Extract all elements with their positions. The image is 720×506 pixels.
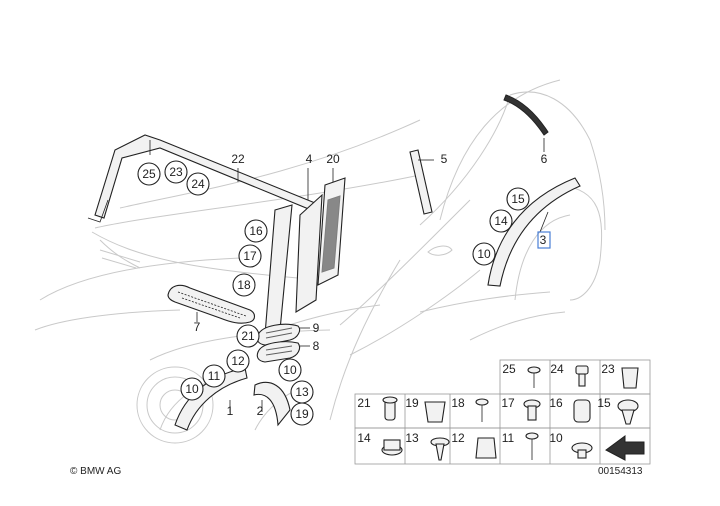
copyright-text: © BMW AG [70,466,121,477]
callout-10-b: 10 [283,363,297,377]
fastener-13-spring-clip [430,437,450,461]
diagram-number: 00154313 [598,466,643,477]
grid-label-18: 18 [451,396,465,410]
fastener-14-cap [381,439,403,456]
part-7-grille [167,284,256,324]
part-6-rear-window-strip [503,94,549,152]
callout-24-a: 24 [191,177,205,191]
label-2: 2 [257,404,264,418]
label-9: 9 [313,321,320,335]
grid-label-12: 12 [451,431,465,445]
callout-16-a: 16 [249,224,263,238]
callout-21-a: 21 [241,329,255,343]
callout-23-a: 23 [169,165,183,179]
part-8-side-vent-frame [256,341,310,363]
fastener-10-clip [571,442,593,459]
grid-label-13: 13 [405,431,419,445]
fastener-12-nut [475,437,497,459]
label-4: 4 [306,152,313,166]
arrow-icon [605,435,645,461]
callout-25-a: 25 [142,167,156,181]
fastener-grid [354,359,651,465]
fastener-15-push-clip [617,399,639,425]
part-4-pillar-trim [295,168,323,313]
grid-label-24: 24 [550,362,564,376]
callout-11-a-circle [202,364,226,388]
fastener-24-push-pin [575,365,589,387]
fastener-16-grommet [573,399,591,423]
fastener-17-expansion-clip [523,399,541,421]
callout-18-a: 18 [237,278,251,292]
part-20-pillar-cover [317,168,346,286]
part-9-side-vent [256,323,310,346]
label-7: 7 [194,320,201,334]
callout-18-a-circle [232,273,256,297]
grid-label-21: 21 [357,396,371,410]
callout-10-c-circle [472,242,496,266]
fastener-21-rivet [382,396,398,421]
car-front-outline [34,119,421,444]
grid-label-19: 19 [405,396,419,410]
grid-label-17: 17 [501,396,515,410]
callout-14-a-circle [489,209,513,233]
callout-11-a: 11 [208,369,221,383]
callout-25-a-circle [137,162,161,186]
fastener-23-clip [621,367,639,389]
label-22: 22 [231,152,245,166]
grid-label-14: 14 [357,431,371,445]
callout-19-a: 19 [295,407,309,421]
part-strip-center [264,204,293,336]
fastener-19-clamp [424,401,446,423]
grid-label-15: 15 [597,396,611,410]
callout-17-a-circle [238,244,262,268]
callout-24-a-circle [186,172,210,196]
callout-10-c: 10 [477,247,491,261]
grid-label-23: 23 [601,362,615,376]
label-5: 5 [441,152,448,166]
label-8: 8 [313,339,320,353]
callout-14-a: 14 [494,214,508,228]
part-3-rear-arch-trim [487,177,581,287]
fastener-grid-labels: 25 24 23 21 19 18 17 16 15 14 13 12 11 10 [357,362,615,445]
callout-15-a-circle [506,187,530,211]
fastener-18-bolt [475,398,489,422]
label-6: 6 [541,152,548,166]
part-5-door-strip [409,149,434,215]
grid-label-25: 25 [502,362,516,376]
callout-17-a: 17 [243,249,257,263]
grid-label-10: 10 [549,431,563,445]
callout-15-a: 15 [511,192,525,206]
label-3-highlight [537,231,551,249]
callout-21-a-circle [236,324,260,348]
label-3: 3 [540,233,547,247]
label-1: 1 [227,404,234,418]
callout-10-a: 10 [185,382,199,396]
grid-label-11: 11 [502,431,515,445]
callout-10-a-circle [180,377,204,401]
callout-10-b-circle [278,358,302,382]
fastener-25-screw [527,366,541,388]
callout-12-a: 12 [231,354,245,368]
callout-16-a-circle [244,219,268,243]
fastener-11-screw [525,432,539,460]
callout-19-a-circle [290,402,314,426]
label-20: 20 [326,152,340,166]
grid-label-16: 16 [549,396,563,410]
callout-13-a: 13 [295,385,309,399]
callout-12-a-circle [226,349,250,373]
part-2-front-arch-trim-rear [253,381,291,427]
car-rear-outline [339,79,606,356]
callout-23-a-circle [164,160,188,184]
